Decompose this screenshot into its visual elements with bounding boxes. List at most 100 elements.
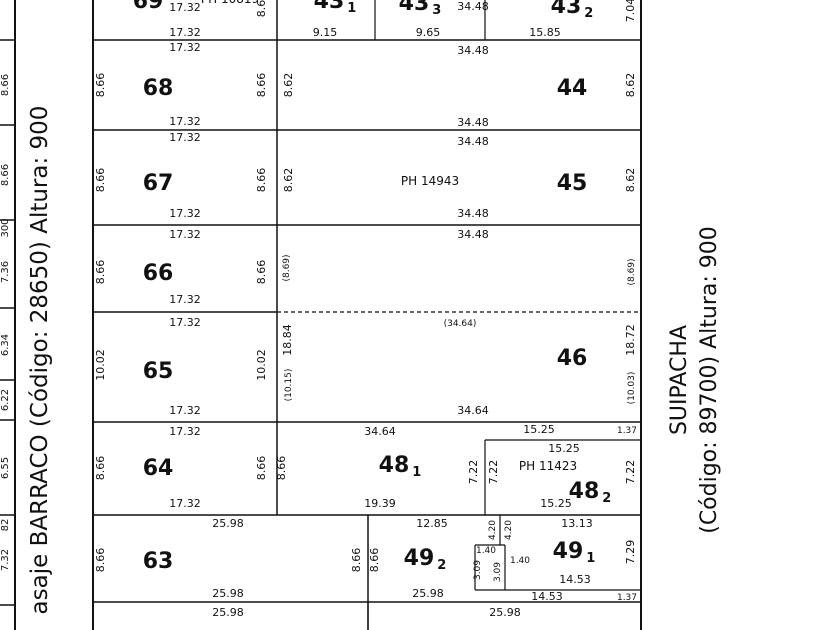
measure-label: 3.09 bbox=[493, 562, 503, 582]
measure-label: 7.22 bbox=[487, 460, 500, 485]
measure-label: 9.15 bbox=[313, 26, 338, 39]
strip-measure: 8.66 bbox=[0, 74, 11, 96]
lot-number: 65 bbox=[143, 359, 174, 384]
measure-label: 17.32 bbox=[169, 228, 201, 241]
measure-label: 8.66 bbox=[368, 548, 381, 573]
measure-label: 17.32 bbox=[169, 131, 201, 144]
street-left: asaje BARRACO (Código: 28650) Altura: 90… bbox=[0, 0, 80, 630]
measure-label: 17.32 bbox=[169, 497, 201, 510]
strip-measure: 7.32 bbox=[0, 549, 11, 571]
measure-label: 18.72 bbox=[624, 324, 637, 356]
measure-label: 25.98 bbox=[212, 517, 244, 530]
measure-label: 8.66 bbox=[94, 260, 107, 285]
measure-label: 19.39 bbox=[364, 497, 396, 510]
measure-label: 13.13 bbox=[561, 517, 593, 530]
lot-number: 64 bbox=[143, 456, 174, 481]
measure-label: 25.98 bbox=[489, 606, 521, 619]
measure-label: 8.66 bbox=[94, 456, 107, 481]
lot-number: 69 bbox=[133, 0, 164, 14]
measure-label: 34.48 bbox=[457, 116, 489, 129]
street-right-label: SUIPACHA (Código: 89700) Altura: 900 bbox=[665, 226, 725, 534]
lot-number: 63 bbox=[143, 549, 174, 574]
measure-label: 10.02 bbox=[255, 349, 268, 381]
measure-label: 34.48 bbox=[457, 228, 489, 241]
measure-label: 8.62 bbox=[282, 168, 295, 193]
strip-measure: 82 bbox=[0, 519, 11, 532]
measure-label: 1.37 bbox=[617, 426, 637, 436]
lot-number: 44 bbox=[557, 76, 588, 101]
measure-label: 34.48 bbox=[457, 0, 489, 13]
measure-label: (10.15) bbox=[284, 369, 294, 402]
measure-label: 4.20 bbox=[488, 520, 498, 540]
measure-label: 17.32 bbox=[169, 404, 201, 417]
measure-label: 17.32 bbox=[169, 425, 201, 438]
measure-label: 34.48 bbox=[457, 135, 489, 148]
measure-label: 12.85 bbox=[416, 517, 448, 530]
strip-measure: 300 bbox=[0, 218, 11, 237]
measure-label: 9.65 bbox=[416, 26, 441, 39]
measure-label: 17.32 bbox=[169, 41, 201, 54]
strip-measure: 6.34 bbox=[0, 334, 11, 356]
measure-label: 18.84 bbox=[281, 324, 294, 356]
measure-label: 1.37 bbox=[617, 593, 637, 603]
street-right-code: (Código: 89700) Altura: 900 bbox=[697, 226, 722, 534]
measure-label: 34.64 bbox=[364, 425, 396, 438]
lot-number: 46 bbox=[557, 346, 588, 371]
measure-label: (34.64) bbox=[444, 319, 477, 329]
measure-label: 14.53 bbox=[531, 590, 563, 603]
measure-label: (8.69) bbox=[627, 258, 637, 285]
measure-label: 15.25 bbox=[540, 497, 572, 510]
measure-label: 34.48 bbox=[457, 207, 489, 220]
strip-measure: 7.36 bbox=[0, 261, 11, 283]
measure-label: 7.04 bbox=[624, 0, 637, 22]
lot-boundaries bbox=[0, 0, 642, 630]
measure-label: 7.29 bbox=[624, 540, 637, 565]
measure-label: 25.98 bbox=[212, 587, 244, 600]
measure-label: 15.85 bbox=[529, 26, 561, 39]
measure-label: 25.98 bbox=[212, 606, 244, 619]
measure-label: 34.64 bbox=[457, 404, 489, 417]
measure-label: 8.66 bbox=[255, 168, 268, 193]
street-left-label: asaje BARRACO (Código: 28650) Altura: 90… bbox=[27, 106, 53, 615]
measure-label: 17.32 bbox=[169, 1, 201, 14]
measure-label: 8.66 bbox=[94, 73, 107, 98]
lot-number: 66 bbox=[143, 261, 174, 286]
street-left-name: asaje BARRACO bbox=[27, 434, 53, 615]
measure-label: 17.32 bbox=[169, 316, 201, 329]
measure-label: 17.32 bbox=[169, 115, 201, 128]
map-labels: 8.668.667.366.346.226.557.32300826968676… bbox=[0, 0, 637, 619]
measure-label: 3.09 bbox=[473, 560, 483, 580]
measure-label: 8.62 bbox=[282, 73, 295, 98]
measure-label: 25.98 bbox=[412, 587, 444, 600]
measure-label: 8.66 bbox=[94, 548, 107, 573]
measure-label: 15.25 bbox=[548, 442, 580, 455]
measure-label: 14.53 bbox=[559, 573, 591, 586]
measure-label: 8.66 bbox=[255, 73, 268, 98]
measure-label: (8.69) bbox=[282, 254, 292, 281]
ph-label: PH 10819 bbox=[201, 0, 259, 6]
measure-label: 8.66 bbox=[350, 548, 363, 573]
measure-label: 7.22 bbox=[624, 460, 637, 485]
lot-number: 68 bbox=[143, 76, 174, 101]
strip-measure: 6.55 bbox=[0, 457, 11, 479]
measure-label: 8.66 bbox=[255, 456, 268, 481]
measure-label: (10.03) bbox=[627, 372, 637, 405]
measure-label: 8.62 bbox=[624, 73, 637, 98]
measure-label: 10.02 bbox=[94, 349, 107, 381]
measure-label: 8.66 bbox=[275, 456, 288, 481]
measure-label: 17.32 bbox=[169, 293, 201, 306]
measure-label: 8.66 bbox=[255, 260, 268, 285]
measure-label: 15.25 bbox=[523, 423, 555, 436]
street-right-name: SUIPACHA bbox=[667, 324, 692, 436]
ph-label: PH 14943 bbox=[401, 174, 459, 188]
measure-label: 7.22 bbox=[467, 460, 480, 485]
strip-measure: 6.22 bbox=[0, 389, 11, 411]
ph-label: PH 11423 bbox=[519, 459, 577, 473]
